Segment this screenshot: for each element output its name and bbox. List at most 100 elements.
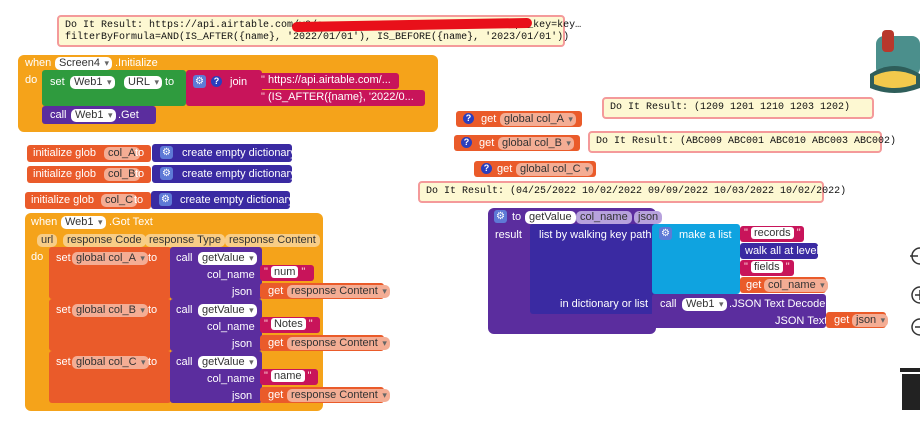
fields-string-value: fields bbox=[750, 261, 783, 273]
walk-all-at-level-label: walk all at level bbox=[745, 245, 819, 257]
get-var-dropdown[interactable]: global col_C bbox=[516, 163, 593, 176]
global-name-field[interactable]: col_B bbox=[104, 168, 140, 181]
set-web-url-block[interactable] bbox=[42, 70, 186, 106]
filter-string-value: (IS_AFTER({name}, '2022/0... bbox=[267, 91, 414, 103]
records-string-block[interactable]: " records " bbox=[740, 226, 804, 242]
do-label: do bbox=[31, 251, 44, 263]
col-name-string-block[interactable]: " name " bbox=[260, 369, 318, 385]
make-a-list-label: make a list bbox=[679, 229, 732, 241]
col-name-label: col_name bbox=[207, 269, 255, 281]
get-label: get bbox=[497, 163, 513, 175]
got-text-component-dropdown[interactable]: Web1 bbox=[61, 216, 106, 229]
json-label: json bbox=[232, 286, 253, 298]
get-label: get bbox=[479, 137, 495, 149]
in-dictionary-or-list-label: in dictionary or list bbox=[560, 298, 649, 310]
get-var-dropdown[interactable]: json bbox=[852, 314, 889, 327]
create-empty-dictionary-label: create empty dictionary bbox=[182, 147, 296, 159]
get-var-dropdown[interactable]: response Content bbox=[287, 389, 390, 402]
when-label: when bbox=[31, 216, 58, 228]
got-text-event-label: .Got Text bbox=[109, 216, 153, 228]
col-name-string-value: Notes bbox=[270, 318, 306, 330]
backpack-icon[interactable] bbox=[868, 28, 920, 100]
when-label: when bbox=[25, 57, 52, 69]
zoom-in-icon[interactable] bbox=[906, 284, 920, 306]
get-var-dropdown[interactable]: global col_B bbox=[498, 137, 574, 150]
param-json[interactable]: json bbox=[634, 211, 663, 224]
to-label: to bbox=[148, 356, 158, 368]
to-label: to bbox=[134, 194, 144, 206]
call-json-text-decode-block[interactable] bbox=[652, 294, 826, 328]
get-label: get bbox=[268, 285, 284, 297]
set-label: set bbox=[50, 76, 65, 88]
set-component-dropdown[interactable]: Web1 bbox=[70, 76, 115, 89]
get-var-dropdown[interactable]: response Content bbox=[287, 285, 390, 298]
call-label: call bbox=[50, 109, 67, 121]
fields-string-block[interactable]: " fields " bbox=[740, 260, 794, 276]
procedure-dropdown[interactable]: getValue bbox=[198, 252, 257, 265]
get-label: get bbox=[746, 279, 762, 291]
col-name-string-block[interactable]: " num " bbox=[260, 265, 314, 281]
walk-key-path-label: list by walking key path bbox=[539, 229, 652, 241]
url-string-value: https://api.airtable.com/... bbox=[267, 74, 391, 86]
get-var-dropdown[interactable]: col_name bbox=[764, 279, 828, 292]
call-component-dropdown[interactable]: Web1 bbox=[71, 109, 116, 122]
col-name-label: col_name bbox=[207, 321, 255, 333]
global-name-field[interactable]: col_A bbox=[104, 147, 140, 160]
help-icon: ? bbox=[211, 76, 222, 87]
to-label: to bbox=[148, 304, 158, 316]
procedure-name-field[interactable]: getValue bbox=[525, 211, 576, 224]
set-label: set bbox=[56, 356, 71, 368]
to-label: to bbox=[135, 168, 145, 180]
param-response-code[interactable]: response Code bbox=[63, 234, 146, 247]
trash-icon[interactable] bbox=[898, 364, 920, 412]
url-string-block[interactable]: " https://api.airtable.com/... bbox=[257, 73, 399, 89]
help-icon: ? bbox=[481, 163, 492, 174]
do-label: do bbox=[25, 74, 38, 86]
set-property-dropdown[interactable]: URL bbox=[124, 76, 163, 89]
get-var-dropdown[interactable]: global col_A bbox=[500, 113, 576, 126]
gear-icon[interactable]: ⚙ bbox=[494, 210, 507, 223]
col-name-string-block[interactable]: " Notes " bbox=[260, 317, 320, 333]
create-empty-dictionary-label: create empty dictionary bbox=[182, 168, 296, 180]
gear-icon[interactable]: ⚙ bbox=[193, 75, 206, 88]
do-it-result-col-b-bubble: Do It Result: (ABC009 ABC001 ABC010 ABC0… bbox=[588, 131, 896, 153]
screen-component-dropdown[interactable]: Screen4 bbox=[55, 57, 112, 70]
param-col-name[interactable]: col_name bbox=[576, 211, 632, 224]
param-response-content[interactable]: response Content bbox=[225, 234, 320, 247]
create-empty-dictionary-block[interactable] bbox=[152, 165, 292, 183]
json-label: json bbox=[232, 338, 253, 350]
gear-icon[interactable]: ⚙ bbox=[160, 146, 173, 159]
procedure-dropdown[interactable]: getValue bbox=[198, 304, 257, 317]
col-name-string-value: num bbox=[270, 266, 299, 278]
col-name-string-value: name bbox=[270, 370, 305, 382]
gear-icon[interactable]: ⚙ bbox=[659, 227, 672, 240]
zoom-out-icon[interactable] bbox=[906, 316, 920, 338]
json-label: json bbox=[232, 390, 253, 402]
set-label: set bbox=[56, 252, 71, 264]
procedure-dropdown[interactable]: getValue bbox=[198, 356, 257, 369]
init-global-prefix: initialize glob bbox=[33, 168, 96, 180]
get-label: get bbox=[834, 314, 850, 326]
param-url[interactable]: url bbox=[37, 234, 58, 247]
target-icon[interactable] bbox=[906, 245, 920, 267]
call-component-dropdown[interactable]: Web1 bbox=[682, 298, 727, 311]
set-var-dropdown[interactable]: global col_A bbox=[72, 252, 148, 265]
set-var-dropdown[interactable]: global col_B bbox=[72, 304, 148, 317]
global-name-field[interactable]: col_C bbox=[101, 194, 138, 207]
list-by-walking-key-path-block[interactable] bbox=[530, 224, 654, 314]
create-empty-dictionary-block[interactable] bbox=[152, 144, 292, 162]
get-label: get bbox=[481, 113, 497, 125]
gear-icon[interactable]: ⚙ bbox=[160, 167, 173, 180]
set-var-dropdown[interactable]: global col_C bbox=[72, 356, 149, 369]
do-it-result-col-a-bubble: Do It Result: (1209 1201 1210 1203 1202) bbox=[602, 97, 874, 119]
get-var-dropdown[interactable]: response Content bbox=[287, 337, 390, 350]
gear-icon[interactable]: ⚙ bbox=[159, 193, 172, 206]
json-text-decode-label: .JSON Text Decode bbox=[729, 298, 826, 310]
walk-all-at-level-block[interactable] bbox=[740, 243, 818, 259]
call-label: call bbox=[176, 252, 193, 264]
create-empty-dictionary-block[interactable] bbox=[151, 191, 290, 209]
to-label: to bbox=[148, 252, 158, 264]
records-string-value: records bbox=[750, 227, 794, 239]
param-response-type[interactable]: response Type bbox=[145, 234, 225, 247]
filter-string-block[interactable]: " (IS_AFTER({name}, '2022/0... bbox=[257, 90, 425, 106]
